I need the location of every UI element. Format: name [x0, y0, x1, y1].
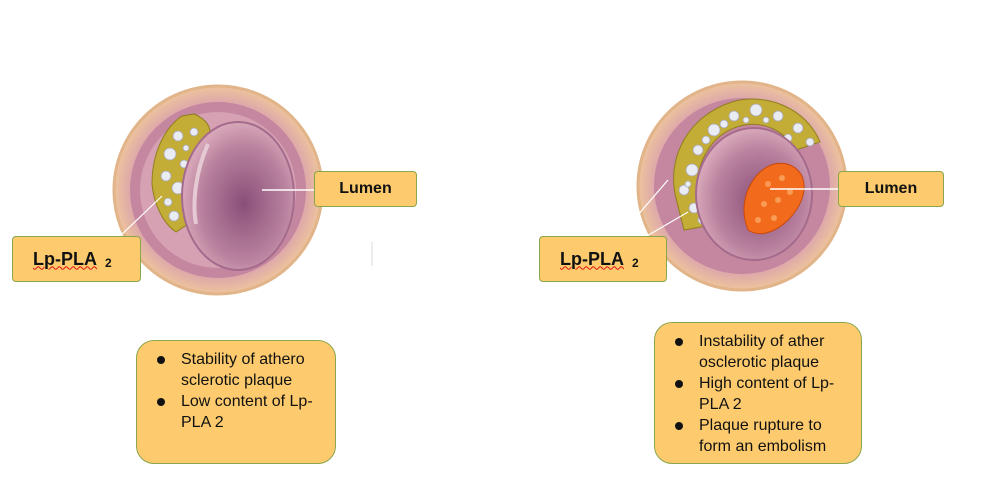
ruptured-plaque	[743, 162, 805, 235]
right-lp-pla2-text: Lp-PLA	[560, 248, 624, 269]
left-lumen-text: Lumen	[339, 180, 392, 197]
vessel-lumen	[181, 121, 295, 271]
right-notes-list: Instability of ather osclerotic plaque H…	[673, 331, 851, 457]
unstable-artery-illustration	[636, 80, 848, 292]
left-note-low-content: Low content of Lp-PLA 2	[155, 391, 325, 433]
stable-artery-illustration	[112, 84, 324, 296]
right-lumen-text: Lumen	[864, 180, 918, 197]
right-note-instability: Instability of ather osclerotic plaque	[673, 331, 851, 373]
left-lumen-label: Lumen	[314, 171, 417, 207]
right-note-high-content: High content of Lp-PLA 2	[673, 373, 851, 415]
right-lumen-label: Lumen	[838, 171, 944, 207]
right-note-rupture: Plaque rupture to form an embolism	[673, 415, 851, 457]
left-lp-pla2-subscript: 2	[104, 256, 112, 270]
right-notes-box: Instability of ather osclerotic plaque H…	[654, 322, 862, 464]
left-notes-box: Stability of athero sclerotic plaque Low…	[136, 340, 336, 464]
right-lp-pla2-label: Lp-PLA 2	[539, 236, 667, 282]
left-notes-list: Stability of athero sclerotic plaque Low…	[155, 349, 325, 433]
right-lp-pla2-subscript: 2	[631, 256, 639, 270]
left-note-stability: Stability of athero sclerotic plaque	[155, 349, 325, 391]
left-lp-pla2-text: Lp-PLA	[33, 248, 97, 269]
rupture-texture	[755, 175, 793, 223]
left-lp-pla2-label: Lp-PLA 2	[12, 236, 141, 282]
